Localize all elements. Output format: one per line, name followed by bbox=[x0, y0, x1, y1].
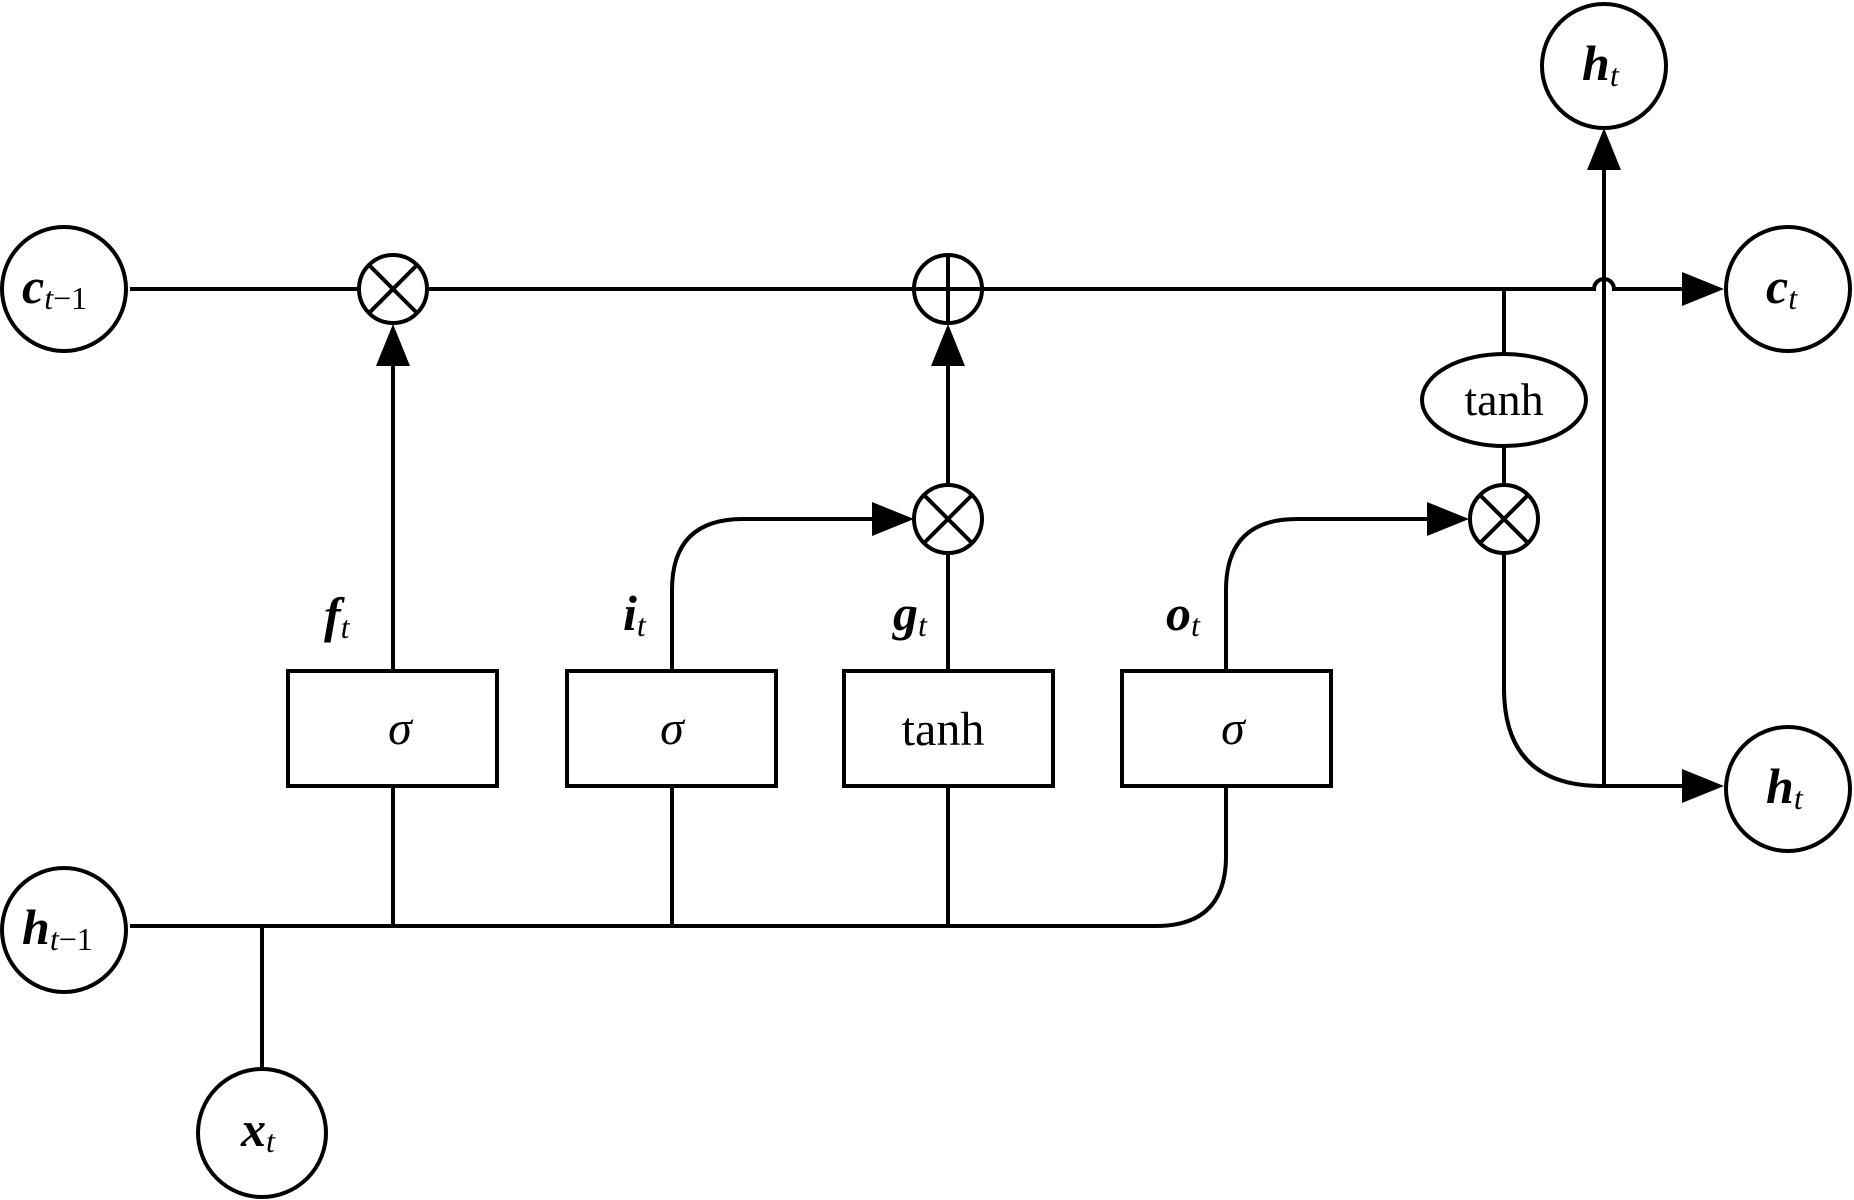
svg-text:ct: ct bbox=[1766, 258, 1798, 316]
input-gate-fn: σ bbox=[660, 702, 686, 755]
svg-text:xt: xt bbox=[240, 1101, 276, 1159]
input-multiply-op bbox=[912, 483, 984, 555]
input-gate-label: it bbox=[623, 585, 647, 643]
candidate-gate: tanh bbox=[842, 669, 1055, 788]
input-gate: σ bbox=[565, 669, 778, 788]
output-multiply-op bbox=[1468, 483, 1540, 555]
h-t-top-node: ht bbox=[1540, 2, 1668, 130]
forget-gate-fn: σ bbox=[388, 702, 414, 755]
svg-text:ct−1: ct−1 bbox=[22, 258, 87, 316]
h-prev-node: ht−1 bbox=[0, 866, 128, 994]
forget-multiply-op bbox=[357, 253, 429, 325]
candidate-gate-label: gt bbox=[892, 585, 928, 643]
c-t-node: ct bbox=[1724, 225, 1852, 353]
connection-lines bbox=[130, 155, 1706, 1067]
forget-gate: σ bbox=[286, 669, 499, 788]
c-prev-node: ct−1 bbox=[0, 225, 128, 353]
x-t-node: xt bbox=[196, 1067, 328, 1199]
arrow-up-forget bbox=[376, 324, 410, 366]
output-gate-label: ot bbox=[1166, 585, 1201, 643]
output-gate: σ bbox=[1120, 669, 1333, 788]
arrowheads bbox=[376, 128, 1724, 803]
output-path bbox=[1224, 517, 1433, 670]
arrow-up-add bbox=[931, 324, 965, 366]
svg-text:ht: ht bbox=[1766, 758, 1804, 816]
cell-tanh-label: tanh bbox=[1464, 374, 1543, 425]
mult-to-ht-path bbox=[1502, 553, 1706, 788]
arrow-right-input bbox=[872, 502, 914, 536]
cell-tanh-ellipse: tanh bbox=[1420, 352, 1588, 448]
arrow-right-output bbox=[1427, 502, 1469, 536]
input-bus-path bbox=[130, 787, 1228, 928]
arrow-right-ct bbox=[1682, 272, 1724, 306]
svg-text:ht−1: ht−1 bbox=[22, 899, 93, 957]
input-path bbox=[670, 517, 880, 670]
h-t-right-node: ht bbox=[1724, 725, 1852, 853]
arrow-up-ht-top bbox=[1587, 128, 1621, 170]
svg-text:ht: ht bbox=[1582, 35, 1620, 93]
output-gate-fn: σ bbox=[1221, 702, 1247, 755]
arrow-right-ht bbox=[1682, 769, 1724, 803]
candidate-gate-fn: tanh bbox=[902, 703, 985, 756]
cell-add-op bbox=[912, 253, 984, 325]
forget-gate-label: ft bbox=[324, 587, 351, 645]
